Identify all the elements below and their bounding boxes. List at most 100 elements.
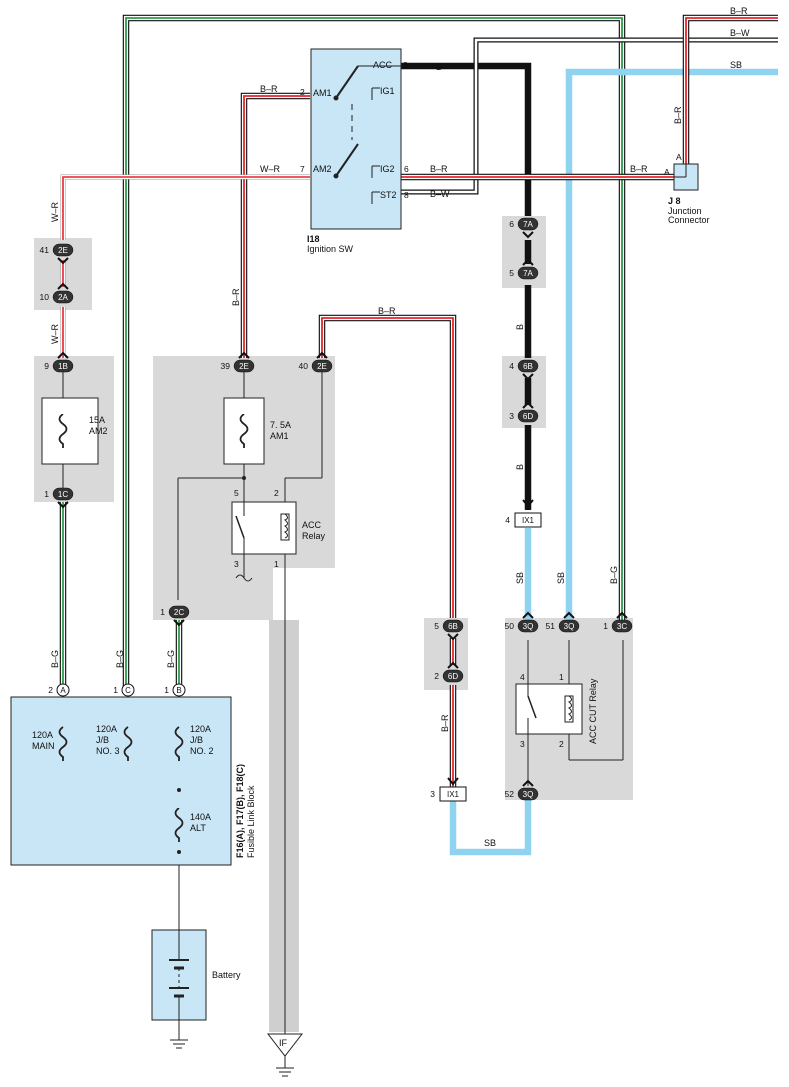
junction-connector: A A J 8 Junction Connector bbox=[664, 152, 710, 225]
acc-relay-name-1: ACC bbox=[302, 520, 322, 530]
conn-1-3c-code: 3C bbox=[617, 622, 627, 631]
conn-41-2e-code: 2E bbox=[58, 246, 68, 255]
conn-2-6d-pin: 2 bbox=[434, 671, 439, 681]
conn-3-6d: 6D3 bbox=[509, 401, 539, 423]
conn-10-2a: 2A 10 bbox=[40, 282, 74, 304]
conn-39-2e-pin: 39 bbox=[221, 361, 231, 371]
jb3-amps: 120A bbox=[96, 724, 117, 734]
acc-cut-name: ACC CUT Relay bbox=[588, 678, 598, 744]
conn-1-2c-pin: 1 bbox=[160, 607, 165, 617]
conn-10-2a-pin: 10 bbox=[40, 292, 50, 302]
offpage-label-br: B–R bbox=[730, 6, 748, 16]
label-br-am1-down: B–R bbox=[231, 288, 241, 306]
conn-10-2a-code: 2A bbox=[58, 293, 68, 302]
ig-pin-2: 2 bbox=[300, 87, 305, 97]
conn-1-3c-pin: 1 bbox=[603, 621, 608, 631]
conn-4-6b-pin: 4 bbox=[509, 361, 514, 371]
conn-1-2c: 2C 1 bbox=[160, 605, 190, 627]
label-br-6d: B–R bbox=[440, 714, 450, 732]
ig-pin-3: 3 bbox=[403, 60, 408, 70]
ig-term-am2: AM2 bbox=[313, 164, 332, 174]
label-sb-1: SB bbox=[515, 572, 525, 584]
conn-2-a: A2 bbox=[48, 683, 70, 697]
ig-term-ig2: IG2 bbox=[380, 164, 395, 174]
ig-term-am1: AM1 bbox=[313, 88, 332, 98]
label-b-1: B bbox=[515, 324, 525, 330]
acc-cut-relay: 4 1 3 2 ACC CUT Relay bbox=[515, 672, 598, 749]
conn-5-7a-pin: 5 bbox=[509, 268, 514, 278]
label-bw-st2: B–W bbox=[430, 189, 450, 199]
jb2-line2: J/B bbox=[190, 735, 203, 745]
wire-br-2e-6b bbox=[318, 314, 457, 618]
am1-amps: 7. 5A bbox=[270, 420, 291, 430]
conn-4-ix1-code: IX1 bbox=[522, 516, 535, 525]
conn-5-6b-code: 6B bbox=[448, 622, 458, 631]
am2-name: AM2 bbox=[89, 426, 108, 436]
wires bbox=[59, 14, 778, 856]
conn-9-1b-code: 1B bbox=[58, 362, 68, 371]
am1-name: AM1 bbox=[270, 431, 289, 441]
am1-fuse-and-acc-relay: 7. 5A AM1 5 2 3 1 ACC Relay bbox=[223, 372, 326, 582]
acc-relay-pin-3: 3 bbox=[234, 559, 239, 569]
conn-4-ix1-pin: 4 bbox=[505, 515, 510, 525]
ground-if: IF bbox=[266, 1033, 304, 1077]
conn-1-b-pin: 1 bbox=[164, 685, 169, 695]
conn-5-7a: 7A 5 bbox=[509, 258, 539, 280]
conn-1-1c-pin: 1 bbox=[44, 489, 49, 499]
jc-pin-a-top: A bbox=[676, 152, 682, 162]
flb-title-2: Fusible Link Block bbox=[246, 785, 256, 858]
conn-1-c-pin: 1 bbox=[113, 685, 118, 695]
conn-40-2e-pin: 40 bbox=[299, 361, 309, 371]
battery: Battery bbox=[151, 929, 241, 1049]
conn-5-6b-pin: 5 bbox=[434, 621, 439, 631]
wire-sb-ix1-52 bbox=[449, 800, 532, 856]
am2-amps: 15A bbox=[89, 415, 105, 425]
wire-b-acc bbox=[401, 62, 532, 216]
label-br-2e-out: B–R bbox=[378, 306, 396, 316]
conn-9-1b: 1B9 bbox=[44, 351, 74, 373]
conn-1-2c-code: 2C bbox=[174, 608, 184, 617]
label-wr-am2: W–R bbox=[260, 164, 281, 174]
ig-term-st2: ST2 bbox=[380, 190, 397, 200]
alt-amps: 140A bbox=[190, 812, 211, 822]
acc-cut-pin-4: 4 bbox=[520, 672, 525, 682]
conn-1-1c: 1C1 bbox=[44, 487, 74, 509]
conn-5-6b: 6B 5 bbox=[434, 619, 464, 641]
label-b-2: B bbox=[515, 464, 525, 470]
conn-2-a-pin: 2 bbox=[48, 685, 53, 695]
wire-wr-am2 bbox=[60, 174, 310, 240]
label-bg-b: B–G bbox=[166, 650, 176, 668]
acc-relay-pin-1: 1 bbox=[274, 559, 279, 569]
jc-name-2: Connector bbox=[668, 215, 710, 225]
acc-cut-pin-2: 2 bbox=[559, 739, 564, 749]
conn-39-2e: 2E 39 bbox=[221, 351, 255, 373]
ig-pin-8: 8 bbox=[404, 190, 409, 200]
ig-term-acc: ACC bbox=[373, 60, 393, 70]
conn-1-b: B1 bbox=[164, 683, 186, 697]
acc-relay-pin-2: 2 bbox=[274, 488, 279, 498]
jb3-line2: J/B bbox=[96, 735, 109, 745]
chevron-ix1-bottom bbox=[447, 777, 459, 786]
acc-relay-pin-5: 5 bbox=[234, 488, 239, 498]
label-bg-3c: B–G bbox=[609, 566, 619, 584]
label-br-j8-up: B–R bbox=[673, 106, 683, 124]
conn-39-2e-code: 2E bbox=[239, 362, 249, 371]
ignition-switch: ACC IG1 AM1 AM2 IG2 ST2 3 2 7 6 8 I18 Ig… bbox=[300, 48, 409, 254]
conn-3-6d-code: 6D bbox=[523, 412, 533, 421]
conn-50-3q-pin: 50 bbox=[505, 621, 515, 631]
conn-4-6b: 6B4 bbox=[509, 359, 539, 381]
acc-cut-pin-1: 1 bbox=[559, 672, 564, 682]
jb2-line3: NO. 2 bbox=[190, 746, 214, 756]
conn-6-7a-code: 7A bbox=[523, 220, 533, 229]
label-sb-2: SB bbox=[556, 572, 566, 584]
conn-52-3q-pin: 52 bbox=[505, 789, 515, 799]
conn-5-7a-code: 7A bbox=[523, 269, 533, 278]
offpage-label-sb: SB bbox=[730, 60, 742, 70]
